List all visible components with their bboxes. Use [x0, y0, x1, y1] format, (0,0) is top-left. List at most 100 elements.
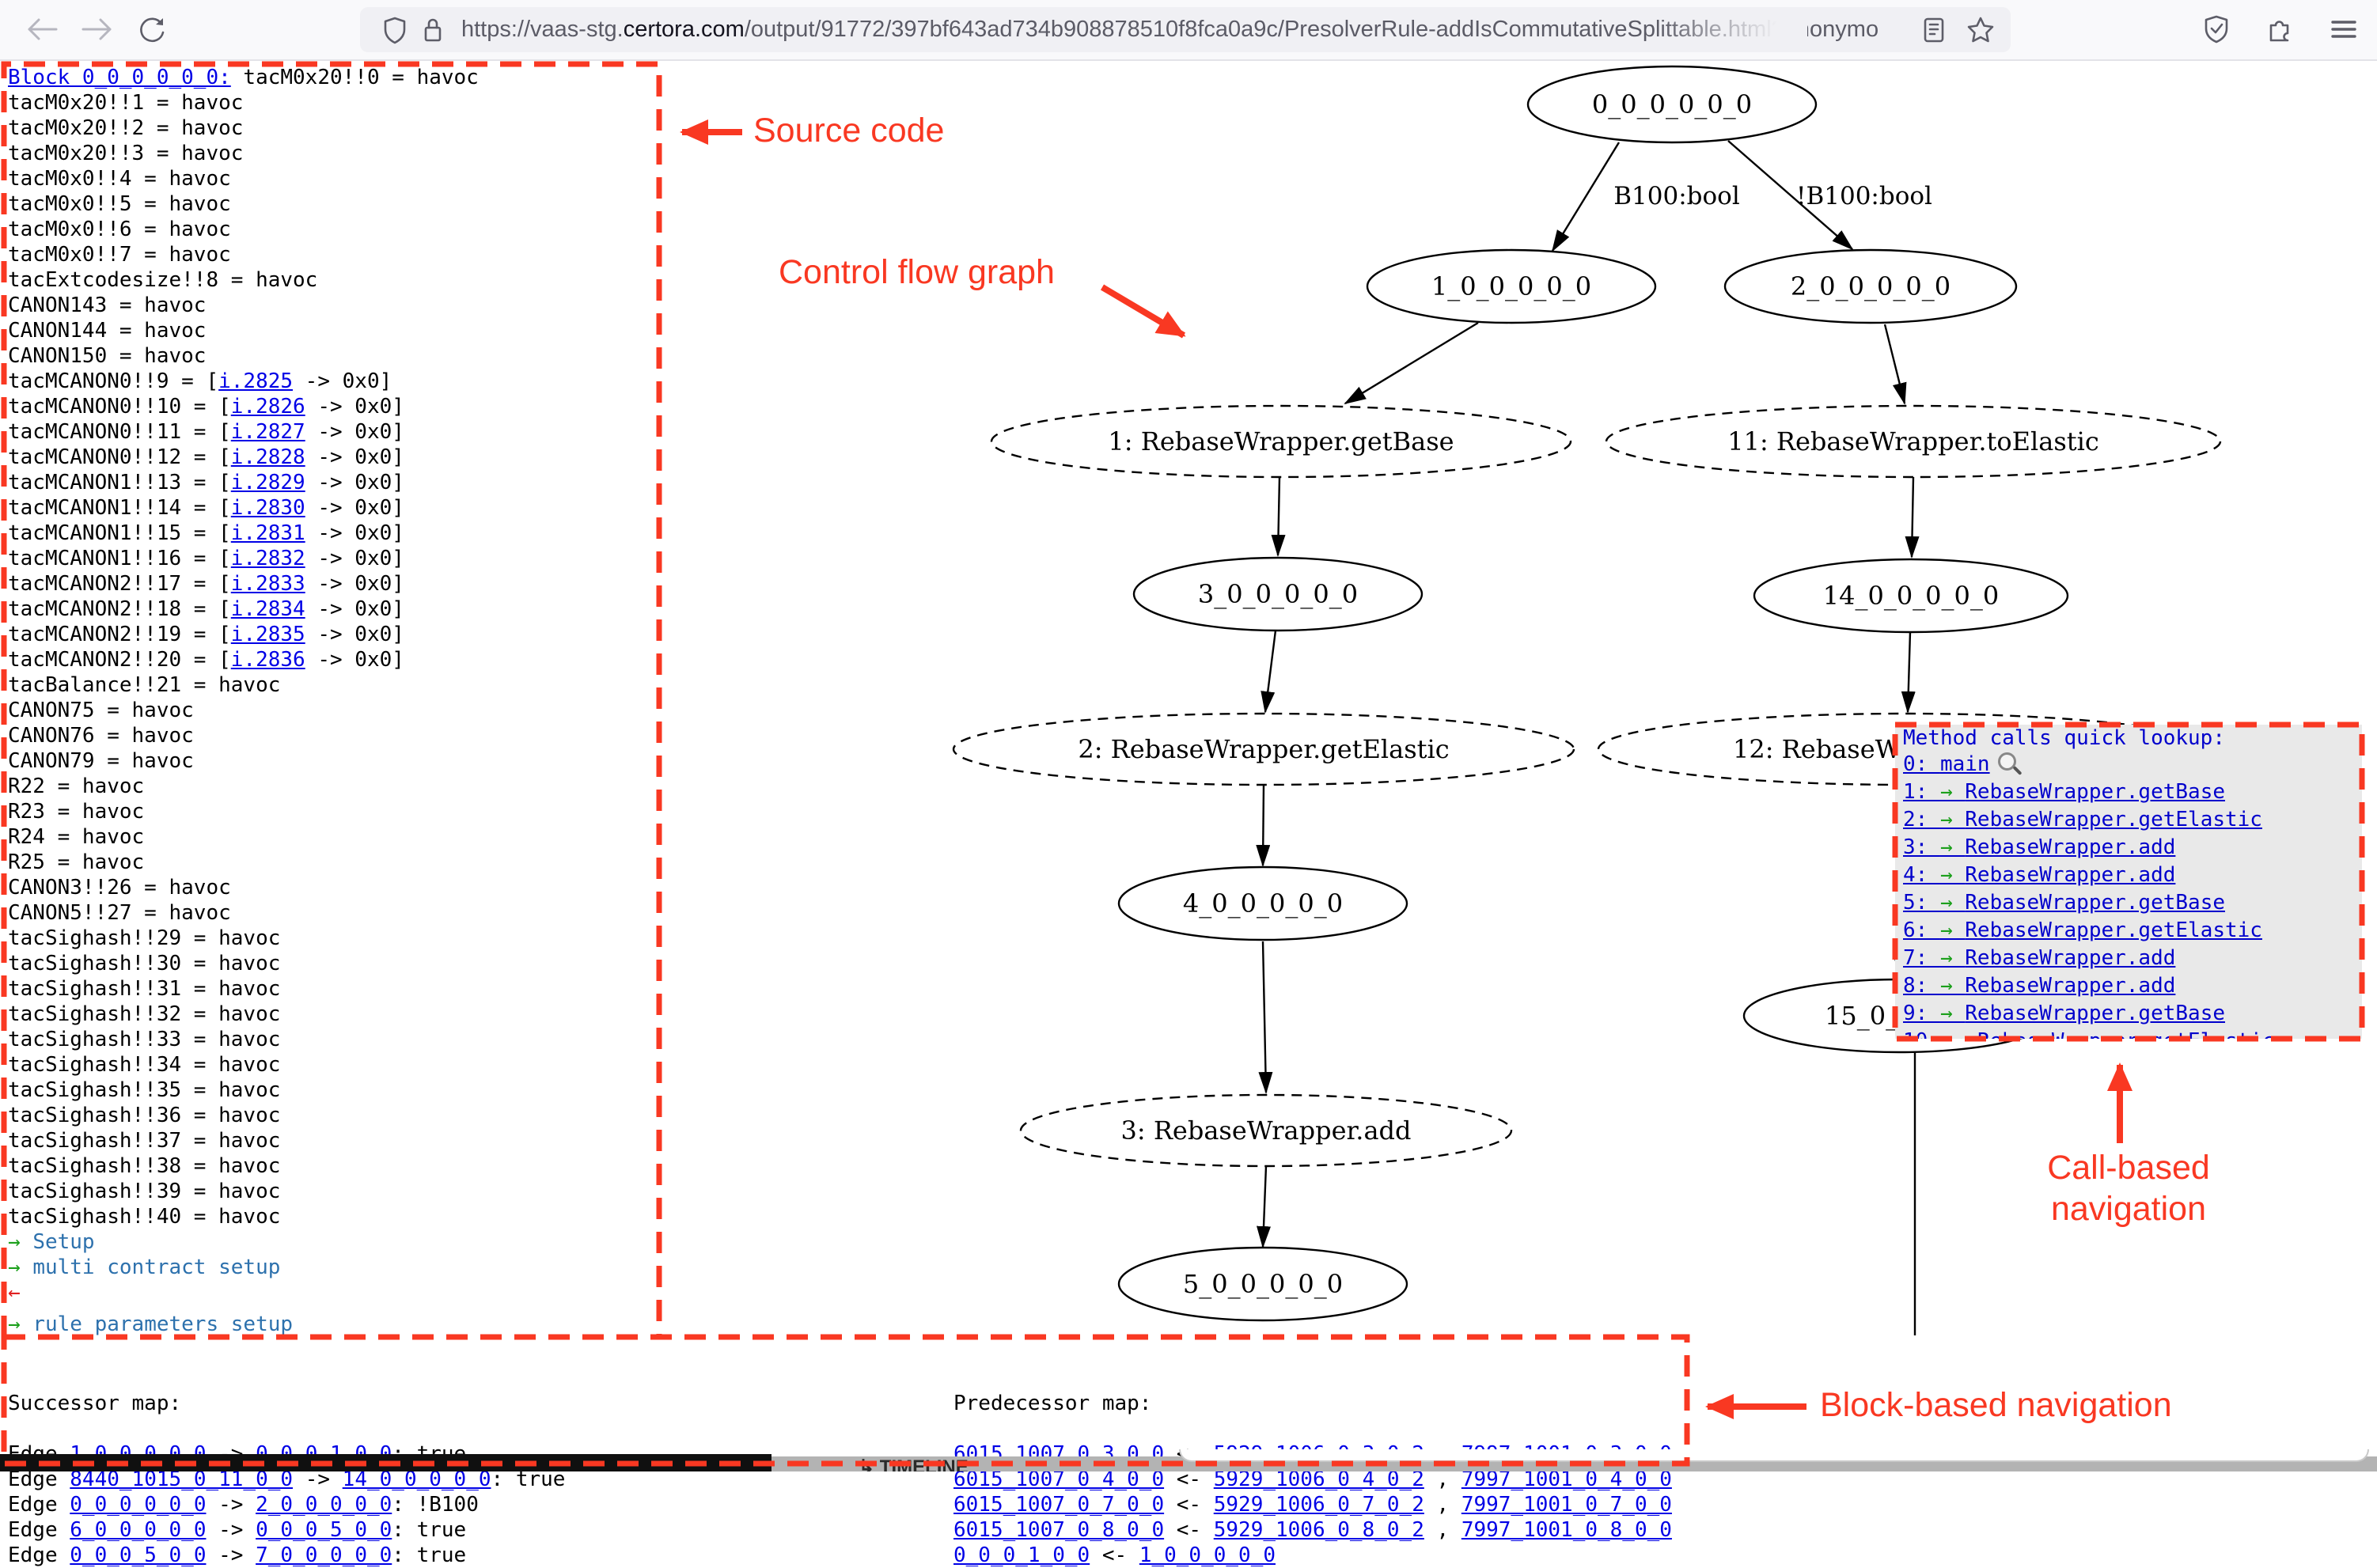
- code-line: tacM0x20!!2 = havoc: [8, 116, 479, 141]
- graph-node[interactable]: [1723, 248, 2018, 324]
- setup-link[interactable]: Setup: [32, 1230, 95, 1254]
- code-line: CANON143 = havoc: [8, 293, 479, 318]
- code-text: -> 0x0]: [305, 471, 404, 494]
- code-link[interactable]: 6_0_0_0_0_0: [70, 1518, 207, 1542]
- graph-node-label[interactable]: 2: RebaseWrapper.getElastic: [1078, 734, 1449, 764]
- timeline-link[interactable]: ↳ TIMELINE: [859, 1456, 969, 1471]
- graph-node[interactable]: [952, 712, 1575, 786]
- graph-node-label[interactable]: 2_0_0_0_0_0: [1791, 271, 1951, 301]
- code-link[interactable]: 0_0_0_1_0_0: [953, 1543, 1090, 1567]
- code-link[interactable]: i.2827: [230, 420, 305, 444]
- graph-node-label[interactable]: 4_0_0_0_0_0: [1183, 888, 1343, 918]
- graph-node[interactable]: [1117, 1246, 1408, 1322]
- back-button[interactable]: [22, 9, 62, 49]
- code-link[interactable]: 6015_1007_0_8_0_0: [953, 1518, 1165, 1542]
- graph-node-label[interactable]: 1: RebaseWrapper.getBase: [1108, 426, 1454, 456]
- code-text: tacSighash!!34 = havoc: [8, 1053, 281, 1077]
- code-line: tacSighash!!35 = havoc: [8, 1078, 479, 1103]
- forward-button[interactable]: [78, 9, 117, 49]
- graph-node[interactable]: [1019, 1093, 1513, 1168]
- method-call-link[interactable]: 10: → RebaseWrapper.getElastic: [1903, 1029, 2275, 1039]
- graph-node-label[interactable]: 5_0_0_0_0_0: [1183, 1269, 1343, 1299]
- bookmark-star-icon[interactable]: [1966, 16, 1995, 44]
- method-call-index: 8:: [1903, 974, 1940, 998]
- graph-node-label[interactable]: 14_0_0_0_0_0: [1823, 581, 2000, 611]
- code-link[interactable]: 0_0_0_5_0_0: [70, 1543, 207, 1567]
- method-call-link[interactable]: 7: → RebaseWrapper.add: [1903, 946, 2175, 970]
- code-link[interactable]: 2_0_0_0_0_0: [256, 1493, 392, 1517]
- code-line: CANON5!!27 = havoc: [8, 900, 479, 926]
- graph-node[interactable]: [1605, 404, 2222, 479]
- shield-check-icon[interactable]: [2203, 14, 2230, 44]
- method-call-link[interactable]: 6: → RebaseWrapper.getElastic: [1903, 918, 2262, 942]
- extensions-puzzle-icon[interactable]: [2265, 14, 2295, 44]
- code-link[interactable]: Block 0_0_0_0_0_0:: [8, 66, 231, 89]
- magnifier-icon[interactable]: [1997, 752, 2016, 771]
- code-link[interactable]: 0_0_0_0_0_0: [70, 1493, 207, 1517]
- graph-node-label[interactable]: 15_0_: [1825, 1001, 1898, 1031]
- method-call-link[interactable]: 5: → RebaseWrapper.getBase: [1903, 891, 2225, 915]
- code-link[interactable]: i.2830: [230, 496, 305, 520]
- reload-button[interactable]: [133, 9, 172, 49]
- graph-node[interactable]: [1526, 65, 1818, 144]
- menu-hamburger-icon[interactable]: [2330, 15, 2358, 44]
- code-link[interactable]: 7997_1001_0_7_0_0: [1461, 1493, 1672, 1517]
- code-link[interactable]: i.2828: [230, 445, 305, 469]
- code-text: tacMCANON1!!13 = [: [8, 471, 231, 494]
- code-line: Edge 0_0_0_0_0_0 -> 2_0_0_0_0_0: !B100: [8, 1492, 565, 1517]
- code-text: tacSighash!!40 = havoc: [8, 1205, 281, 1229]
- setup-link[interactable]: multi contract setup: [32, 1256, 281, 1279]
- code-link[interactable]: 7_0_0_0_0_0: [256, 1543, 392, 1567]
- code-link[interactable]: i.2833: [230, 572, 305, 596]
- graph-node[interactable]: [990, 404, 1572, 479]
- graph-node-label[interactable]: 0_0_0_0_0_0: [1592, 89, 1752, 119]
- lock-icon[interactable]: [422, 16, 444, 44]
- graph-node[interactable]: [1753, 558, 2069, 634]
- code-link[interactable]: 1_0_0_0_0_0: [1139, 1543, 1276, 1567]
- code-line: tacMCANON0!!12 = [i.2828 -> 0x0]: [8, 445, 479, 470]
- code-link[interactable]: i.2826: [230, 395, 305, 419]
- code-link[interactable]: 6015_1007_0_7_0_0: [953, 1493, 1165, 1517]
- graph-node-label[interactable]: 3: RebaseWrapper.add: [1121, 1115, 1412, 1146]
- code-link[interactable]: 7997_1001_0_8_0_0: [1461, 1518, 1672, 1542]
- code-line: 6015_1007_0_8_0_0 <- 5929_1006_0_8_0_2 ,…: [953, 1517, 1672, 1543]
- method-call-link[interactable]: 4: → RebaseWrapper.add: [1903, 863, 2175, 887]
- code-link[interactable]: i.2831: [230, 521, 305, 545]
- code-link[interactable]: 5929_1006_0_7_0_2: [1213, 1493, 1424, 1517]
- code-text: tacMCANON0!!10 = [: [8, 395, 231, 419]
- method-call-link[interactable]: 1: → RebaseWrapper.getBase: [1903, 780, 2225, 804]
- code-text: -> 0x0]: [305, 395, 404, 419]
- shield-icon[interactable]: [382, 16, 408, 44]
- method-call-link[interactable]: 9: → RebaseWrapper.getBase: [1903, 1002, 2225, 1025]
- graph-node[interactable]: [1117, 865, 1408, 941]
- arrow-marker: →: [8, 1230, 33, 1254]
- code-link[interactable]: i.2829: [230, 471, 305, 494]
- code-line: tacMCANON1!!14 = [i.2830 -> 0x0]: [8, 495, 479, 521]
- method-call-link[interactable]: 3: → RebaseWrapper.add: [1903, 835, 2175, 859]
- method-call-link[interactable]: 2: → RebaseWrapper.getElastic: [1903, 808, 2262, 831]
- reader-view-icon[interactable]: [1922, 16, 1946, 44]
- method-call-link[interactable]: 8: → RebaseWrapper.add: [1903, 974, 2175, 998]
- code-link[interactable]: i.2832: [230, 547, 305, 570]
- code-link[interactable]: 5929_1006_0_8_0_2: [1213, 1518, 1424, 1542]
- code-text: : !B100: [392, 1493, 479, 1517]
- method-call-link[interactable]: 0: main: [1903, 752, 1990, 776]
- graph-node-label[interactable]: 12: RebaseW: [1733, 734, 1901, 764]
- code-link[interactable]: i.2835: [230, 623, 305, 646]
- graph-node[interactable]: [1132, 556, 1424, 632]
- code-text: Edge: [8, 1543, 70, 1567]
- graph-node-label[interactable]: 11: RebaseWrapper.toElastic: [1727, 426, 2099, 456]
- code-link[interactable]: i.2836: [230, 648, 305, 672]
- setup-link[interactable]: rule parameters setup: [32, 1312, 294, 1336]
- code-link[interactable]: i.2834: [230, 597, 305, 621]
- page-container-corner: [1179, 1449, 2369, 1462]
- method-call-entry: 1: → RebaseWrapper.getBase: [1903, 778, 2362, 806]
- graph-node[interactable]: [1366, 248, 1657, 324]
- code-link[interactable]: 0_0_0_5_0_0: [256, 1518, 392, 1542]
- status-tooltip-bar: [0, 1454, 771, 1471]
- graph-node-label[interactable]: 3_0_0_0_0_0: [1198, 579, 1358, 609]
- code-link[interactable]: i.2825: [218, 369, 294, 393]
- graph-edge: [1258, 941, 1273, 1094]
- graph-node-label[interactable]: 1_0_0_0_0_0: [1431, 271, 1591, 301]
- url-bar[interactable]: https://vaas-stg.certora.com/output/9177…: [360, 7, 2011, 52]
